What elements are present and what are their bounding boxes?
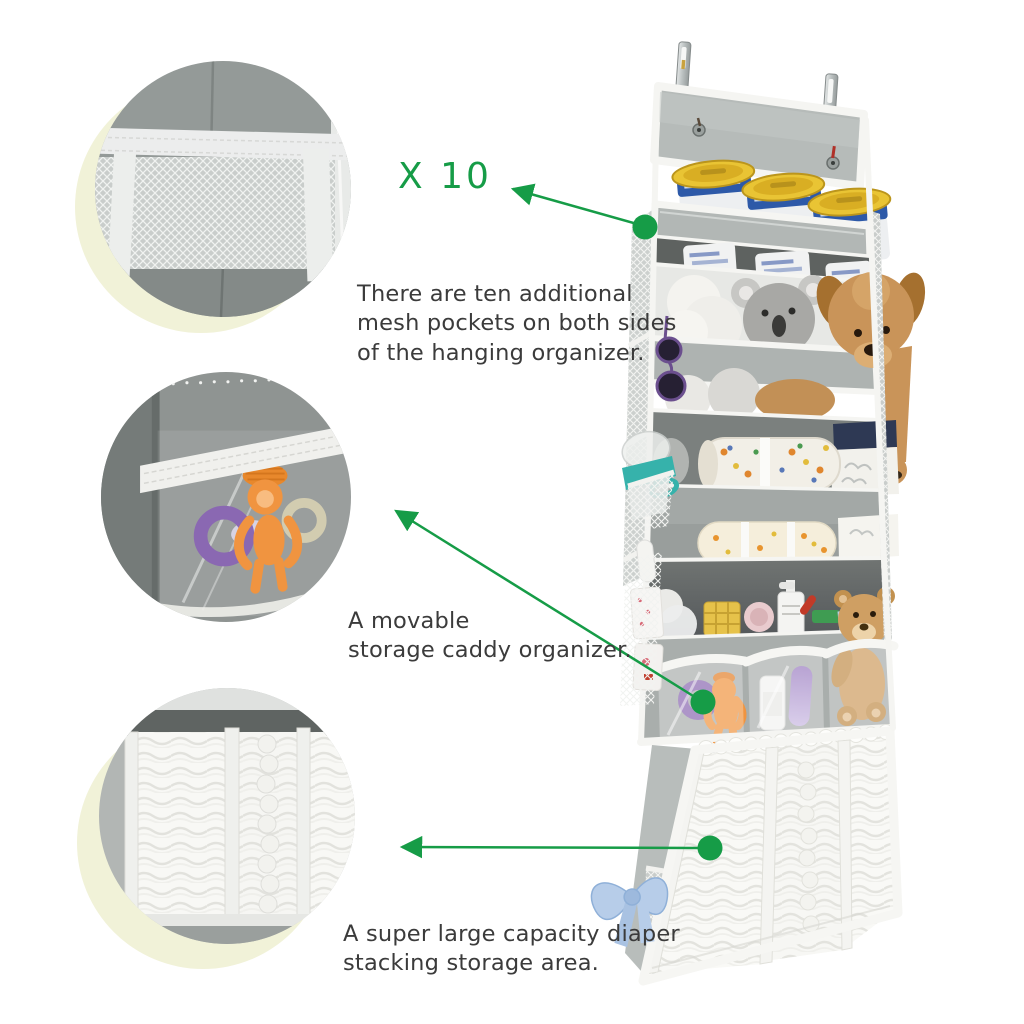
- storage-caddy: [637, 587, 899, 746]
- koala-plush: [731, 275, 828, 355]
- mesh-pockets-caption: There are ten additional mesh pockets on…: [357, 281, 677, 366]
- side-pocket-pouches: [620, 552, 664, 706]
- indicator-dot-diaper: [697, 835, 723, 861]
- blanket-roll-shelf: [644, 412, 899, 496]
- diaper-compartment: [590, 724, 903, 986]
- arrow-to-x10: [510, 183, 638, 226]
- diaper-caption: A super large capacity diaper stacking s…: [343, 921, 680, 977]
- hanging-sunglasses: [655, 315, 687, 402]
- teddy-bear-plush: [831, 587, 895, 726]
- right-side-mesh: [863, 117, 896, 731]
- clear-pocket-teethers-closeup: [101, 372, 351, 622]
- indicator-dot-caddy: [690, 689, 716, 715]
- arrow-to-diaper-inset: [399, 835, 699, 859]
- hanging-organizer: [590, 41, 926, 986]
- caddy-caption: A movable storage caddy organizer.: [348, 608, 632, 664]
- arrow-to-caddy-inset: [394, 509, 699, 701]
- inset-clear-pocket-photo: [101, 372, 351, 622]
- sippy-cup: [621, 430, 680, 534]
- indicator-dot-mesh: [632, 214, 658, 240]
- swaddle-shelf: [642, 487, 899, 566]
- mesh-count-label: X 10: [398, 156, 492, 197]
- left-side-mesh-pockets: [620, 85, 687, 745]
- blue-bow: [590, 877, 669, 948]
- annotation-arrows: [394, 183, 723, 861]
